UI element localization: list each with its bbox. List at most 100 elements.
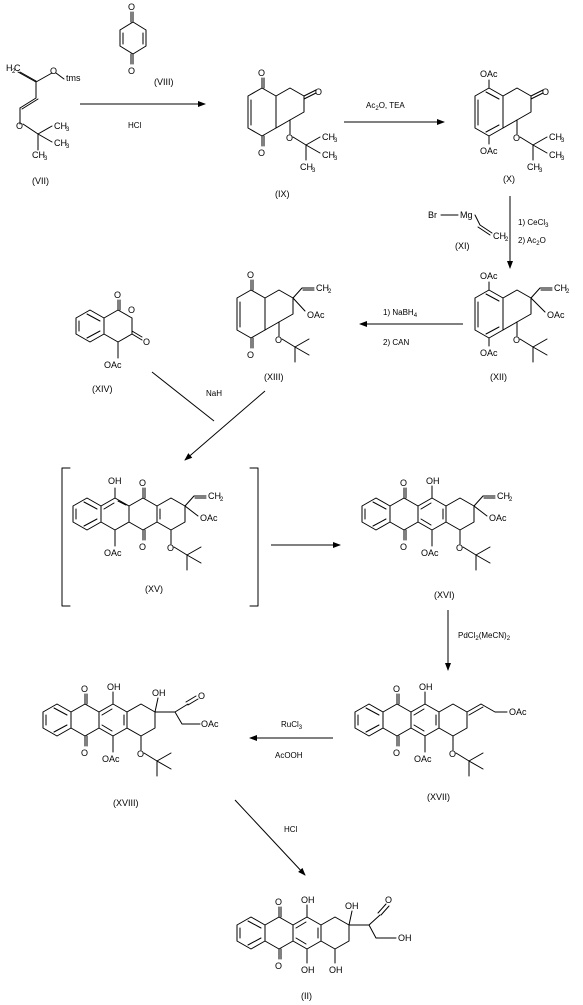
reagent-label: AcOOH bbox=[275, 751, 303, 760]
oac-group: OAc bbox=[201, 719, 219, 729]
compound-label: (XIV) bbox=[92, 384, 113, 394]
svg-text:3: 3 bbox=[312, 168, 316, 174]
br-atom: Br bbox=[428, 210, 437, 220]
o-atom: O bbox=[393, 748, 400, 758]
svg-text:CH: CH bbox=[54, 138, 67, 148]
compound-XVIII: O OH O OH O OAc OAc O (XVIII) bbox=[42, 682, 219, 808]
o-atom: O bbox=[275, 335, 282, 345]
svg-text:2: 2 bbox=[509, 497, 513, 503]
o-atom: O bbox=[275, 961, 282, 971]
oh-group: OH bbox=[345, 901, 359, 911]
svg-text:CH: CH bbox=[208, 491, 221, 501]
o-atom: O bbox=[258, 68, 265, 78]
svg-text:CH: CH bbox=[32, 150, 45, 160]
reagent-label: 2) Ac bbox=[518, 236, 536, 245]
oh-group: OH bbox=[398, 933, 412, 943]
o-atom: O bbox=[275, 897, 282, 907]
oac-group: OAc bbox=[547, 310, 565, 320]
oac-group: OAc bbox=[414, 754, 432, 764]
o-atom: O bbox=[139, 542, 146, 552]
compound-label: (II) bbox=[301, 991, 312, 1001]
svg-text:3: 3 bbox=[44, 156, 48, 162]
compound-label: (VII) bbox=[32, 176, 49, 186]
o-atom: O bbox=[385, 895, 392, 905]
svg-text:2) Ac2O: 2) Ac2O bbox=[518, 236, 546, 247]
o-atom: O bbox=[449, 749, 456, 759]
svg-text:2: 2 bbox=[12, 69, 16, 75]
o-atom: O bbox=[114, 290, 121, 300]
oh-group: OH bbox=[107, 682, 121, 692]
oh-group: OH bbox=[419, 682, 433, 692]
reagent-label: RuCl bbox=[281, 720, 299, 729]
svg-text:CH: CH bbox=[316, 283, 329, 293]
compound-label: (XVII) bbox=[427, 792, 450, 802]
svg-text:CH: CH bbox=[527, 162, 540, 172]
compound-label: (VIII) bbox=[154, 77, 174, 87]
o-atom: O bbox=[139, 478, 146, 488]
svg-text:3: 3 bbox=[539, 168, 543, 174]
o-atom: O bbox=[315, 87, 322, 97]
reaction-arrow: 1) NaBH4 2) CAN bbox=[359, 308, 463, 347]
o-atom: O bbox=[456, 543, 463, 553]
svg-text:3: 3 bbox=[334, 138, 338, 144]
compound-label: (XVI) bbox=[434, 590, 455, 600]
svg-text:H: H bbox=[6, 63, 13, 73]
reaction-arrow: HCl bbox=[80, 101, 206, 130]
oac-group: OAc bbox=[104, 360, 122, 370]
svg-text:CH: CH bbox=[497, 491, 510, 501]
reagent-label: 2) CAN bbox=[383, 338, 409, 347]
o-atom: O bbox=[513, 133, 520, 143]
reagent-label: HCl bbox=[128, 121, 142, 130]
svg-text:CH: CH bbox=[322, 150, 335, 160]
compound-VIII: O O (VIII) bbox=[119, 2, 174, 87]
svg-text:2: 2 bbox=[220, 497, 224, 503]
oac-group: OAc bbox=[480, 271, 498, 281]
o-atom: O bbox=[258, 148, 265, 158]
compound-label: (XII) bbox=[490, 372, 507, 382]
svg-text:CH: CH bbox=[493, 231, 506, 241]
reaction-arrow: NaH bbox=[151, 371, 266, 461]
reaction-arrow: Ac2O, TEA bbox=[344, 101, 445, 125]
reagent-label: PdCl bbox=[458, 631, 476, 640]
o-atom: O bbox=[286, 133, 293, 143]
reaction-arrow: PdCl2(MeCN)2 bbox=[445, 610, 511, 671]
oac-group: OAc bbox=[102, 754, 120, 764]
svg-text:CH: CH bbox=[54, 121, 67, 131]
o-atom: O bbox=[167, 543, 174, 553]
oac-group: OAc bbox=[421, 548, 439, 558]
oac-group: OAc bbox=[480, 348, 498, 358]
svg-text:Ac2O, TEA: Ac2O, TEA bbox=[366, 101, 405, 112]
reagent-label: Ac bbox=[366, 101, 375, 110]
oac-group: OAc bbox=[104, 548, 122, 558]
svg-text:3: 3 bbox=[334, 156, 338, 162]
oh-group: OH bbox=[329, 965, 343, 975]
svg-text:3: 3 bbox=[561, 156, 565, 162]
oh-group: OH bbox=[152, 688, 166, 698]
reaction-arrow: 1) CeCl3 2) Ac2O bbox=[507, 196, 549, 269]
o-atom: O bbox=[137, 749, 144, 759]
o-atom: O bbox=[393, 684, 400, 694]
oh-group: OH bbox=[108, 476, 122, 486]
mg-atom: Mg bbox=[460, 210, 473, 220]
svg-text:CH: CH bbox=[549, 150, 562, 160]
reagent-label: 1) NaBH bbox=[383, 308, 414, 317]
o-atom: O bbox=[143, 337, 150, 347]
o-atom: O bbox=[81, 748, 88, 758]
svg-text:CH: CH bbox=[549, 132, 562, 142]
reaction-arrow: RuCl3 AcOOH bbox=[249, 720, 333, 760]
o-atom: O bbox=[128, 66, 135, 76]
reagent-label: NaH bbox=[206, 389, 222, 398]
svg-text:CH: CH bbox=[322, 132, 335, 142]
reagent-label: HCl bbox=[284, 825, 298, 834]
svg-text:3: 3 bbox=[66, 144, 70, 150]
reagent-label: 1) CeCl bbox=[518, 218, 545, 227]
svg-text:PdCl2(MeCN)2: PdCl2(MeCN)2 bbox=[458, 631, 511, 642]
svg-text:1) NaBH4: 1) NaBH4 bbox=[383, 308, 418, 319]
